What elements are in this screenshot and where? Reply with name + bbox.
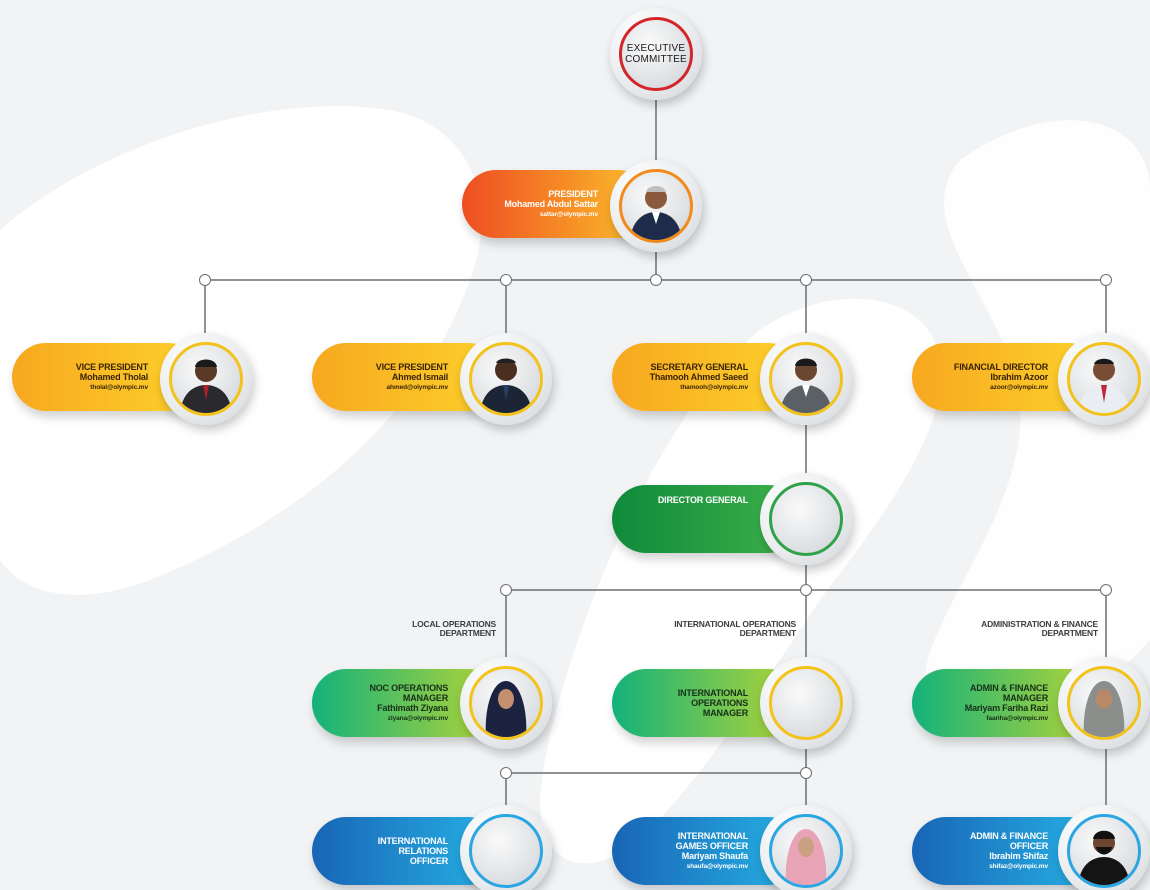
connector-node [800,584,812,596]
vice-president-1-photo-frame [160,333,252,425]
financial-director-title: FINANCIAL DIRECTOR [953,361,1048,372]
admin-officer-name: Ibrahim Shifaz [989,850,1048,861]
admin-manager-title-line2: MANAGER [1002,692,1048,703]
vice-president-2-photo-frame [460,333,552,425]
international-operations-manager-photo-frame [760,657,852,749]
connector-node [650,274,662,286]
admin-manager-email: faariha@olympic.mv [986,714,1048,722]
noc-manager-title-line1: NOC OPERATIONS [369,682,448,693]
avatar [1078,358,1130,413]
executive-label-line1: EXECUTIVE [626,43,686,54]
avatar [480,358,532,413]
intl-games-title-line1: INTERNATIONAL [677,830,748,841]
president-email: sattar@olympic.mv [539,210,598,218]
noc-operations-manager-photo-frame [460,657,552,749]
noc-manager-name: Fathimath Ziyana [377,702,448,713]
secretary-general-email: thamooh@olympic.mv [680,383,748,391]
intl-ops-manager-title-line3: MANAGER [702,708,748,718]
secretary-general-title: SECRETARY GENERAL [650,361,749,372]
admin-manager-name: Mariyam Fariha Razi [964,702,1048,713]
president-photo-frame [610,160,702,252]
connector-node [800,767,812,779]
connector-node [1100,584,1112,596]
avatar [485,681,527,737]
local-operations-department-label: LOCAL OPERATIONS DEPARTMENT [346,620,496,638]
president-title: PRESIDENT [548,188,598,199]
connector-node [1100,274,1112,286]
administration-finance-department-label: ADMINISTRATION & FINANCE DEPARTMENT [948,620,1098,638]
admin-finance-officer-photo-frame [1058,805,1150,890]
avatar [1078,830,1130,885]
dept-label-line2: DEPARTMENT [1041,628,1099,638]
intl-ops-manager-title-line1: INTERNATIONAL [677,688,748,698]
dept-label-line1: ADMINISTRATION & FINANCE [981,619,1098,629]
vice-president-1-email: tholal@olympic.mv [90,383,148,391]
financial-director-name: Ibrahim Azoor [990,371,1048,382]
intl-games-name: Mariyam Shaufa [681,850,748,861]
dept-label-line2: DEPARTMENT [439,628,497,638]
vice-president-1-name: Mohamed Tholal [79,371,148,382]
vice-president-2-title: VICE PRESIDENT [375,361,448,372]
dept-label-line1: LOCAL OPERATIONS [412,619,496,629]
admin-finance-manager-photo-frame [1058,657,1150,749]
vice-president-2-name: Ahmed Ismail [391,371,448,382]
intl-relations-title-line1: INTERNATIONAL [377,836,448,846]
intl-games-title-line2: GAMES OFFICER [675,840,749,851]
secretary-general-name: Thamooh Ahmed Saeed [649,371,749,382]
admin-officer-email: shifaz@olympic.mv [989,862,1048,870]
intl-relations-title-line2: RELATIONS [398,846,448,856]
vice-president-2-email: ahmed@olympic.mv [386,383,449,391]
intl-games-email: shaufa@olympic.mv [686,862,748,870]
noc-manager-email: ziyana@olympic.mv [387,714,448,722]
intl-relations-title-line3: OFFICER [409,856,448,866]
connector-node [500,767,512,779]
connector-node [500,584,512,596]
financial-director-photo-frame [1058,333,1150,425]
connector-node [199,274,211,286]
avatar [1083,681,1125,737]
vice-president-1-title: VICE PRESIDENT [75,361,148,372]
admin-officer-title-line1: ADMIN & FINANCE [970,830,1048,841]
secretary-general-photo-frame [760,333,852,425]
international-games-officer-photo-frame [760,805,852,890]
dept-label-line2: DEPARTMENT [739,628,797,638]
avatar [180,359,232,413]
dept-label-line1: INTERNATIONAL OPERATIONS [674,619,796,629]
international-relations-officer-photo-frame [460,805,552,890]
executive-committee-node: EXECUTIVE COMMITTEE [610,8,702,100]
president-name: Mohamed Abdul Sattar [504,198,598,209]
executive-label-line2: COMMITTEE [625,54,687,65]
avatar [780,358,832,413]
avatar [785,829,827,885]
intl-ops-manager-title-line2: OPERATIONS [691,698,748,708]
director-general-title: DIRECTOR GENERAL [657,495,748,505]
financial-director-email: azoor@olympic.mv [990,383,1048,391]
international-operations-department-label: INTERNATIONAL OPERATIONS DEPARTMENT [646,620,796,638]
connector-node [500,274,512,286]
noc-manager-title-line2: MANAGER [402,692,448,703]
director-general-photo-frame [760,473,852,565]
connector-node [800,274,812,286]
avatar [630,186,682,240]
admin-officer-title-line2: OFFICER [1009,840,1048,851]
admin-manager-title-line1: ADMIN & FINANCE [970,682,1048,693]
